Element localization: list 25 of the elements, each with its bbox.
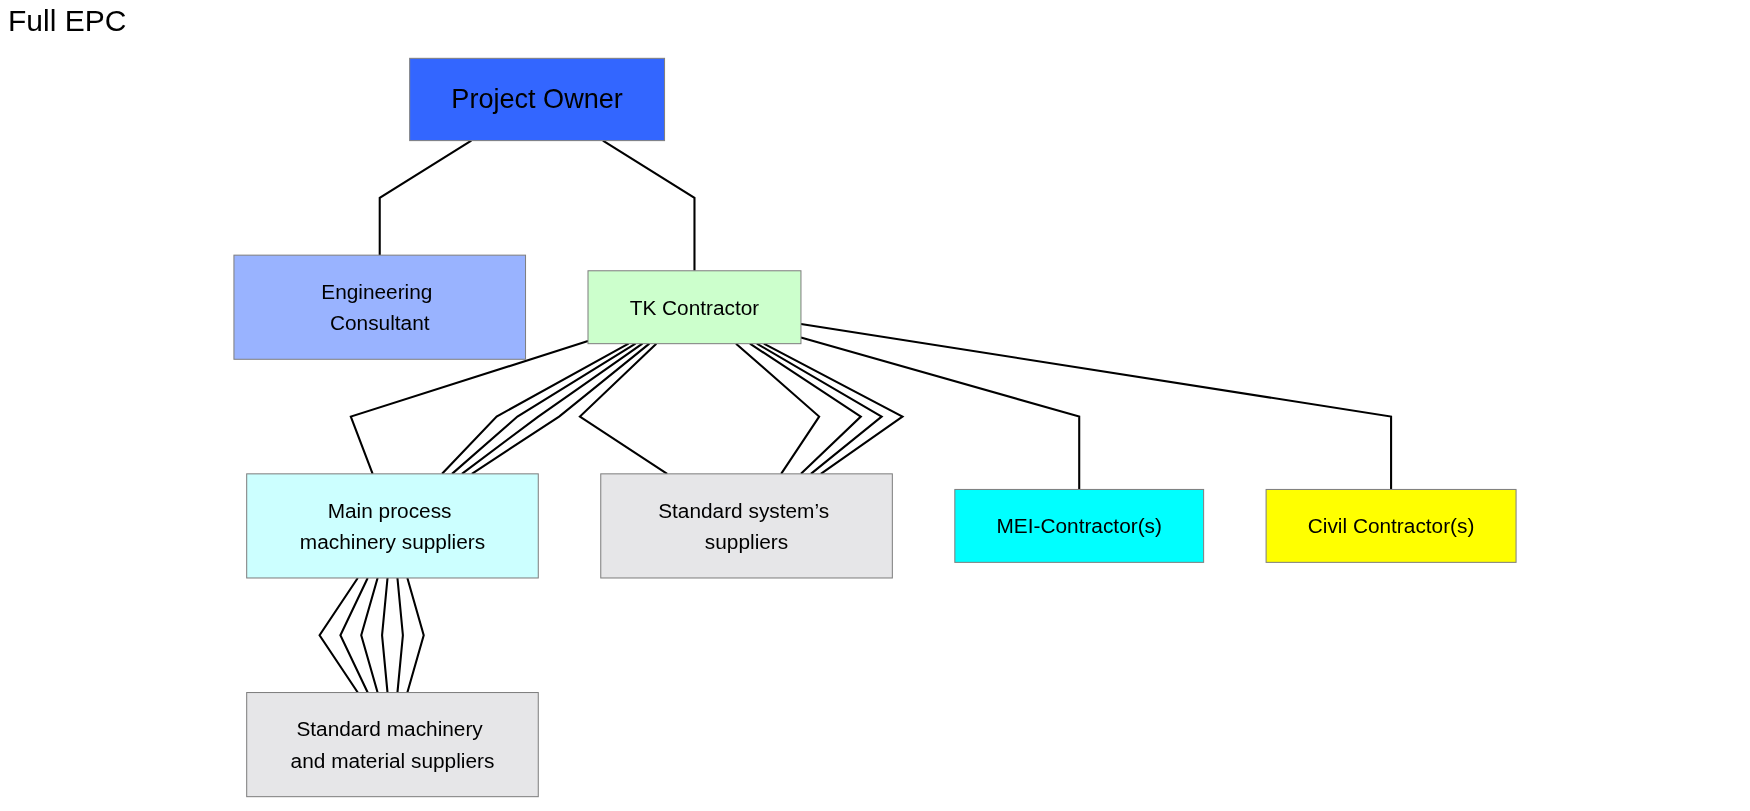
connector xyxy=(800,336,1081,490)
node-box: Standard machinery and material suppliers xyxy=(246,692,539,798)
connector xyxy=(735,342,821,475)
connector xyxy=(763,342,905,475)
connector xyxy=(339,577,369,693)
node-box: Civil Contractor(s) xyxy=(1265,488,1517,563)
connector xyxy=(800,322,1393,490)
connector xyxy=(406,577,425,693)
node-box: MEI-Contractor(s) xyxy=(954,488,1205,563)
connector xyxy=(360,577,379,693)
node-box: Project Owner xyxy=(409,57,666,142)
node-box: TK Contractor xyxy=(587,270,802,345)
connector xyxy=(318,577,359,694)
connector xyxy=(378,139,472,256)
node-box: Engineering Consultant xyxy=(233,254,527,360)
connector xyxy=(381,577,389,693)
connector xyxy=(749,342,863,475)
node-box: Main process machinery suppliers xyxy=(246,473,539,579)
diagram-title: Full EPC xyxy=(8,4,127,38)
connector xyxy=(578,342,668,475)
connector xyxy=(349,340,589,475)
connector xyxy=(756,342,884,475)
node-box: Standard system’s suppliers xyxy=(600,473,893,579)
connector xyxy=(602,139,696,271)
connector xyxy=(396,577,404,693)
